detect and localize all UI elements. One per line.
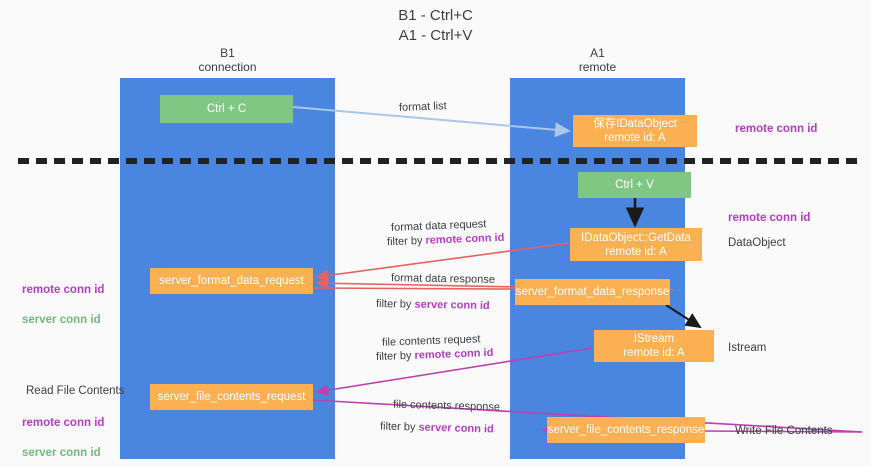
annotation-conn-ids-lower: remote conn id server conn id	[22, 401, 104, 461]
node-ctrl-v[interactable]: Ctrl + V	[578, 172, 691, 198]
column-header-b1: B1 connection	[198, 46, 257, 74]
filter-prefix: filter by	[379, 420, 419, 434]
edge-label-format-data-response-filter: filter by server conn id	[376, 297, 490, 313]
column-header-a1: A1 remote	[578, 46, 617, 74]
annotation-server-conn-id-lower: server conn id	[22, 447, 101, 459]
page-title: B1 - Ctrl+C A1 - Ctrl+V	[398, 7, 473, 44]
annotation-remote-conn-id-top: remote conn id	[735, 123, 818, 135]
edge-label-file-contents-response-filter: filter by server conn id	[380, 420, 494, 437]
filter-key-remote-conn-id: remote conn id	[425, 231, 505, 247]
annotation-write-file-contents: Write File Contents	[735, 425, 833, 437]
edge-label-format-list: format list	[398, 100, 447, 114]
annotation-conn-ids-upper: remote conn id server conn id	[22, 268, 104, 328]
filter-key-server-conn-id: server conn id	[418, 421, 494, 436]
edge-label-file-contents-response: file contents response	[392, 398, 501, 414]
node-ctrl-c[interactable]: Ctrl + C	[160, 95, 293, 123]
node-server-format-data-request[interactable]: server_format_data_request	[150, 268, 313, 294]
annotation-dataobject: DataObject	[728, 237, 786, 249]
node-server-file-contents-request[interactable]: server_file_contents_request	[150, 384, 313, 410]
node-idataobject-getdata[interactable]: IDataObject::GetData remote id: A	[570, 228, 702, 261]
annotation-remote-conn-id-upper: remote conn id	[22, 284, 105, 296]
annotation-istream: Istream	[728, 342, 767, 354]
node-istream[interactable]: IStream remote id: A	[594, 330, 714, 362]
edge-label-format-data-response: format data response	[390, 272, 496, 286]
filter-key-remote-conn-id: remote conn id	[414, 346, 494, 362]
filter-prefix: filter by	[375, 349, 415, 364]
node-server-format-data-response[interactable]: server_format_data_response	[515, 279, 670, 305]
annotation-server-conn-id-upper: server conn id	[22, 314, 101, 326]
annotation-remote-conn-id-mid: remote conn id	[728, 212, 811, 224]
annotation-read-file-contents: Read File Contents	[26, 385, 125, 397]
node-idataobject[interactable]: 保存IDataObject remote id: A	[573, 115, 697, 147]
edge-label-file-contents-request-filter: filter by remote conn id	[376, 346, 494, 364]
filter-prefix: filter by	[375, 298, 415, 311]
node-server-file-contents-response[interactable]: server_file_contents_response	[547, 417, 705, 443]
filter-key-server-conn-id: server conn id	[414, 298, 490, 312]
filter-prefix: filter by	[386, 234, 426, 249]
annotation-remote-conn-id-lower: remote conn id	[22, 417, 105, 429]
